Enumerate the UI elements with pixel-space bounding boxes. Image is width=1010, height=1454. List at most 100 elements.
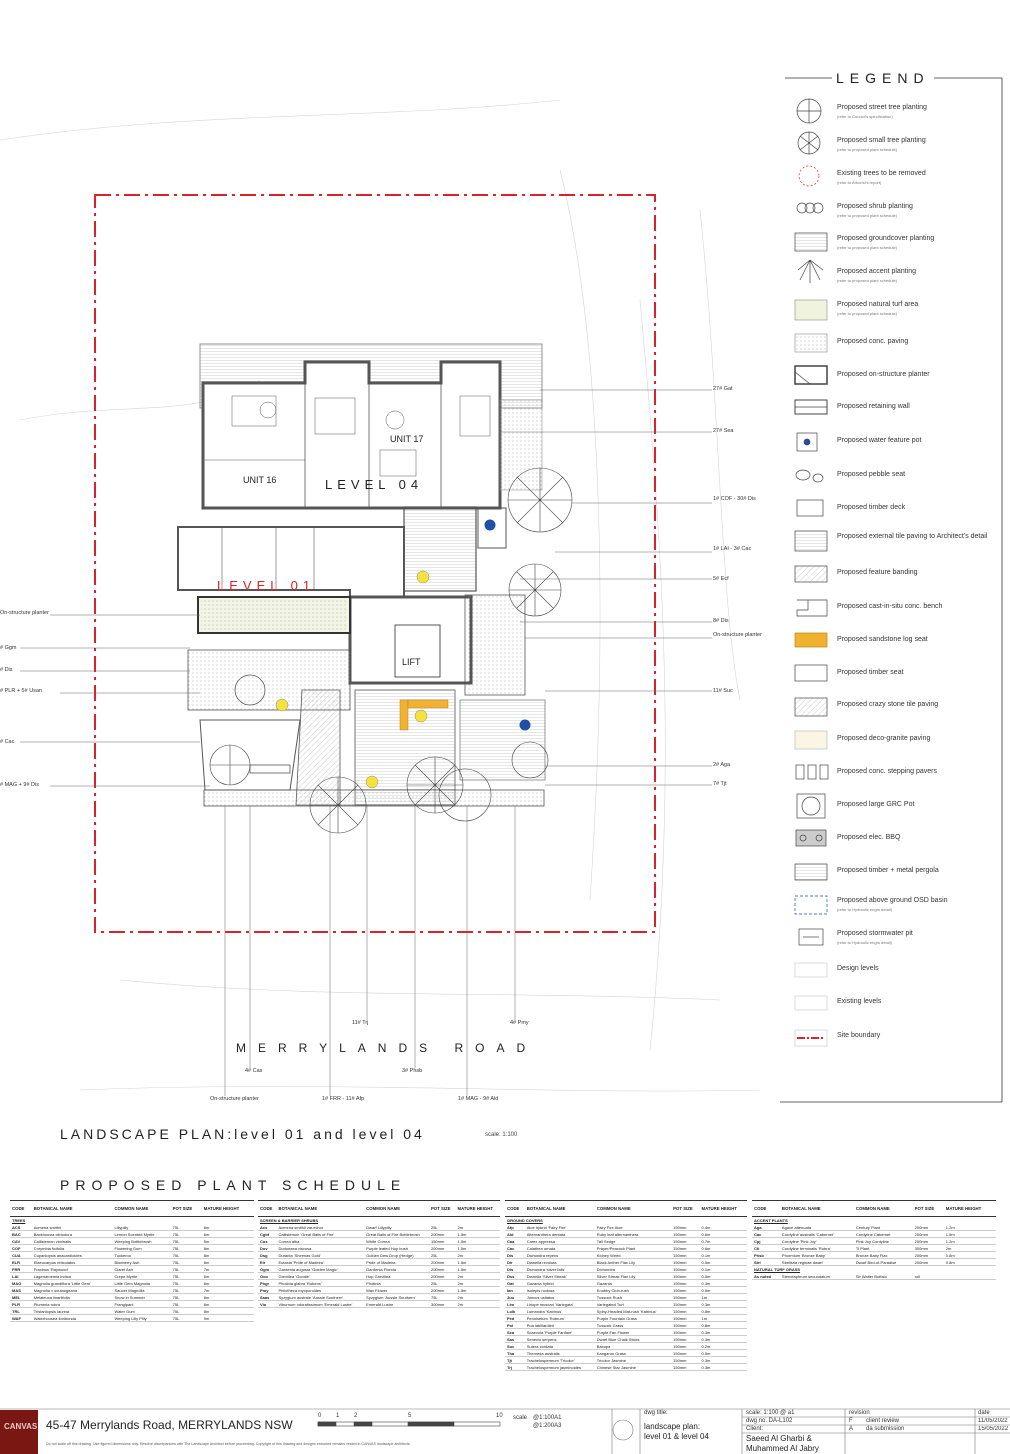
schedule-cell: Variegated Turf bbox=[594, 1300, 672, 1308]
legend-item: Proposed timber + metal pergola bbox=[792, 865, 1007, 895]
schedule-cell: Goo bbox=[258, 1272, 277, 1280]
legend-item-label: Proposed shrub planting bbox=[837, 203, 913, 210]
schedule-cell: 150mm bbox=[671, 1230, 700, 1238]
legend-title: LEGEND bbox=[836, 70, 930, 86]
survey-contours bbox=[0, 99, 761, 1092]
schedule-cell: Dwarf Blue Chalk Sticks bbox=[594, 1335, 672, 1343]
schedule-cell: Lim bbox=[505, 1300, 525, 1308]
schedule-cell: 0.3m bbox=[699, 1356, 747, 1364]
schedule-cell: 0.8m bbox=[943, 1251, 996, 1259]
schedule-cell: 0.6m bbox=[699, 1230, 747, 1238]
schedule-cell: 150mm bbox=[671, 1293, 700, 1301]
title-block-frame bbox=[0, 1408, 1010, 1454]
schedule-cell: Correa alba bbox=[276, 1237, 365, 1245]
schedule-cell: 200mm bbox=[428, 1258, 456, 1266]
schedule-cell: 200mm bbox=[912, 1230, 944, 1238]
schedule-group-heading: GROUND COVERS bbox=[507, 1218, 543, 1223]
scale-value-b: @1:200A3 bbox=[533, 1423, 562, 1429]
schedule-group-heading: SCREEN & BARRIER SHRUBS bbox=[260, 1218, 319, 1223]
legend-item-label: Proposed accent planting bbox=[837, 268, 916, 275]
schedule-cell: Scaevola 'Purple Fanfare' bbox=[524, 1328, 595, 1336]
schedule-cell: Knobby Club-rush bbox=[594, 1286, 672, 1294]
plant-callout: 1# COF - 30# Dis bbox=[713, 496, 756, 502]
schedule-cell: 200mm bbox=[912, 1224, 944, 1231]
schedule-cell: Trachelospermum 'Tricolor' bbox=[524, 1356, 595, 1364]
revision-row-f-desc: client review bbox=[866, 1418, 900, 1424]
schedule-cell: 0.5m bbox=[699, 1258, 747, 1266]
schedule-cell: 75L bbox=[170, 1300, 202, 1308]
legend-item: Proposed street tree planting(refer to C… bbox=[792, 102, 1007, 132]
schedule-cell: Corymbia ficifolia bbox=[31, 1244, 113, 1252]
schedule-cell: Golden Dew Drop (Hedge) bbox=[364, 1251, 429, 1259]
schedule-cell: Philotheca myoporoides bbox=[276, 1286, 365, 1294]
schedule-cell: 2m bbox=[455, 1293, 500, 1301]
plant-callout: On-structure planter bbox=[713, 632, 762, 638]
schedule-cell: Sir Walter Buffalo bbox=[853, 1273, 913, 1280]
schedule-cell: 200mm bbox=[912, 1258, 944, 1266]
schedule-cell: Prayer/Peacock Plant bbox=[594, 1244, 672, 1252]
legend-item-label: Proposed stormwater pit bbox=[837, 930, 913, 937]
schedule-cell: Weeping Bottlebrush bbox=[112, 1237, 171, 1245]
schedule-cell: 75L bbox=[170, 1265, 202, 1273]
schedule-cell: 1.2m bbox=[943, 1237, 996, 1245]
level-04-building bbox=[199, 343, 543, 510]
legend-item: Existing levels bbox=[792, 996, 1007, 1026]
legend-item: Existing trees to be removed(refer to Ar… bbox=[792, 168, 1007, 198]
schedule-header-cell: CODE bbox=[752, 1200, 780, 1217]
legend-item: Proposed external tile paving to Archite… bbox=[792, 531, 1007, 561]
schedule-cell: Photinia glabra 'Rubens' bbox=[276, 1279, 365, 1287]
schedule-cell: Frangipani bbox=[112, 1300, 171, 1308]
site-boundary bbox=[94, 194, 656, 933]
legend-item-label: Proposed natural turf area bbox=[837, 301, 919, 308]
schedule-cell: Pink Joy Cordyline bbox=[853, 1237, 913, 1245]
legend-item-label: Proposed large GRC Pot bbox=[837, 801, 915, 808]
legend-item: Proposed pebble seat bbox=[792, 469, 1007, 499]
schedule-cell: Ped bbox=[505, 1314, 525, 1322]
schedule-cell: Black Anther Flax Lily bbox=[594, 1258, 672, 1266]
schedule-cell: 150mm bbox=[671, 1321, 700, 1329]
legend-item-label: Proposed external tile paving to Archite… bbox=[837, 533, 988, 540]
scale-value-a: @1:100A1 bbox=[533, 1415, 562, 1421]
communal-landscape bbox=[187, 519, 546, 807]
schedule-cell: 150mm bbox=[671, 1300, 700, 1308]
legend-item-label: Design levels bbox=[837, 965, 879, 972]
schedule-cell: Saucer Magnolia bbox=[112, 1286, 171, 1294]
schedule-cell: 150mm bbox=[671, 1335, 700, 1343]
schedule-cell: Callistemon 'Great Balls of Fire' bbox=[276, 1230, 365, 1238]
schedule-cell: 0.5m bbox=[699, 1286, 747, 1294]
legend-item: Proposed retaining wall bbox=[792, 401, 1007, 431]
legend-item-note: (refer to proposed plant schedule) bbox=[837, 278, 898, 283]
schedule-cell: ELR bbox=[10, 1258, 32, 1266]
schedule-cell: 2m bbox=[455, 1224, 500, 1231]
schedule-cell: Gazania hybrid bbox=[524, 1279, 595, 1287]
project-address: 45-47 Merrylands Road, MERRYLANDS NSW bbox=[46, 1418, 293, 1432]
plant-callout: 27# Gat bbox=[713, 386, 733, 392]
schedule-cell: Plumeria rubra bbox=[31, 1300, 113, 1308]
schedule-cell: Dichondra 'silver falls' bbox=[524, 1265, 595, 1273]
schedule-cell: 0.3m bbox=[699, 1363, 747, 1371]
schedule-cell: Great Balls of Fire Bottlebrush bbox=[364, 1230, 429, 1238]
schedule-cell: 75L bbox=[170, 1224, 202, 1231]
schedule-cell: 0.1m bbox=[699, 1265, 747, 1273]
schedule-cell: Acs bbox=[258, 1224, 277, 1231]
schedule-cell: Water Gum bbox=[112, 1307, 171, 1315]
schedule-cell: 150mm bbox=[671, 1328, 700, 1336]
schedule-cell: 150mm bbox=[671, 1237, 700, 1245]
schedule-cell: 1.2m bbox=[943, 1224, 996, 1231]
